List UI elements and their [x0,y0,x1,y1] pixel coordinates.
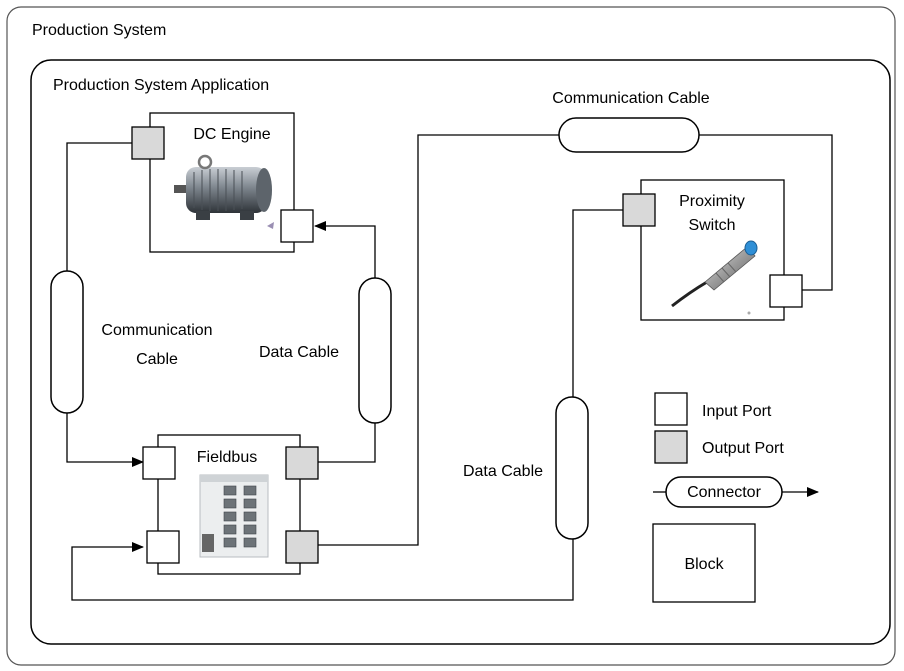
wire-proximity-to-right-cable [572,209,623,400]
proximity-input-port[interactable] [769,274,803,308]
wire-engine-to-left-cable [66,142,133,275]
wire-left-cable-to-fieldbus [66,410,144,467]
cable-data-right [555,396,589,540]
cable-communication-left-label-1: Communication [101,322,212,339]
production-system-title: Production System [32,22,166,39]
fieldbus-output-port-bottom[interactable] [285,530,319,564]
block-fieldbus-title: Fieldbus [197,449,257,466]
cable-communication-left-label-2: Cable [136,351,178,368]
legend-input-port-label: Input Port [702,403,772,420]
legend-output-port-label: Output Port [702,440,784,457]
block-proximity-switch[interactable]: Proximity Switch [640,179,785,321]
legend-connector-label: Connector [687,484,761,501]
production-application-title: Production System Application [53,77,269,94]
cable-communication-top [558,117,700,153]
wire-fieldbus-to-top-cable [318,134,565,546]
cable-communication-left [50,270,84,414]
dc-motor-image [174,154,274,229]
cable-communication-top-label: Communication Cable [552,90,710,107]
dc-engine-input-port[interactable] [280,209,314,243]
block-dc-engine[interactable]: DC Engine [149,112,295,253]
wire-right-cable-to-fieldbus [71,535,574,601]
fieldbus-input-port-bottom[interactable] [146,530,180,564]
legend-block-swatch [652,523,756,603]
proximity-sensor-image [671,240,758,315]
wire-middle-cable-to-engine [314,221,376,280]
dc-engine-output-port[interactable] [131,126,165,160]
fieldbus-input-port-top[interactable] [142,446,176,480]
block-fieldbus[interactable]: Fieldbus [157,434,301,575]
wire-fieldbus-to-middle-cable [318,420,376,463]
block-proximity-title-2: Switch [688,217,735,234]
fieldbus-module-image [199,474,269,558]
legend-output-port-swatch [654,430,688,464]
cable-data-right-label: Data Cable [463,463,543,480]
legend-block-label: Block [684,556,724,573]
cable-data-middle [358,277,392,424]
block-dc-engine-title: DC Engine [193,126,270,143]
fieldbus-output-port-top[interactable] [285,446,319,480]
block-proximity-title-1: Proximity [679,193,745,210]
cable-data-middle-label: Data Cable [259,344,339,361]
proximity-output-port[interactable] [622,193,656,227]
wire-top-cable-to-proximity [697,134,833,295]
legend: Input Port Output Port Connector Block [652,392,819,603]
legend-input-port-swatch [654,392,688,426]
